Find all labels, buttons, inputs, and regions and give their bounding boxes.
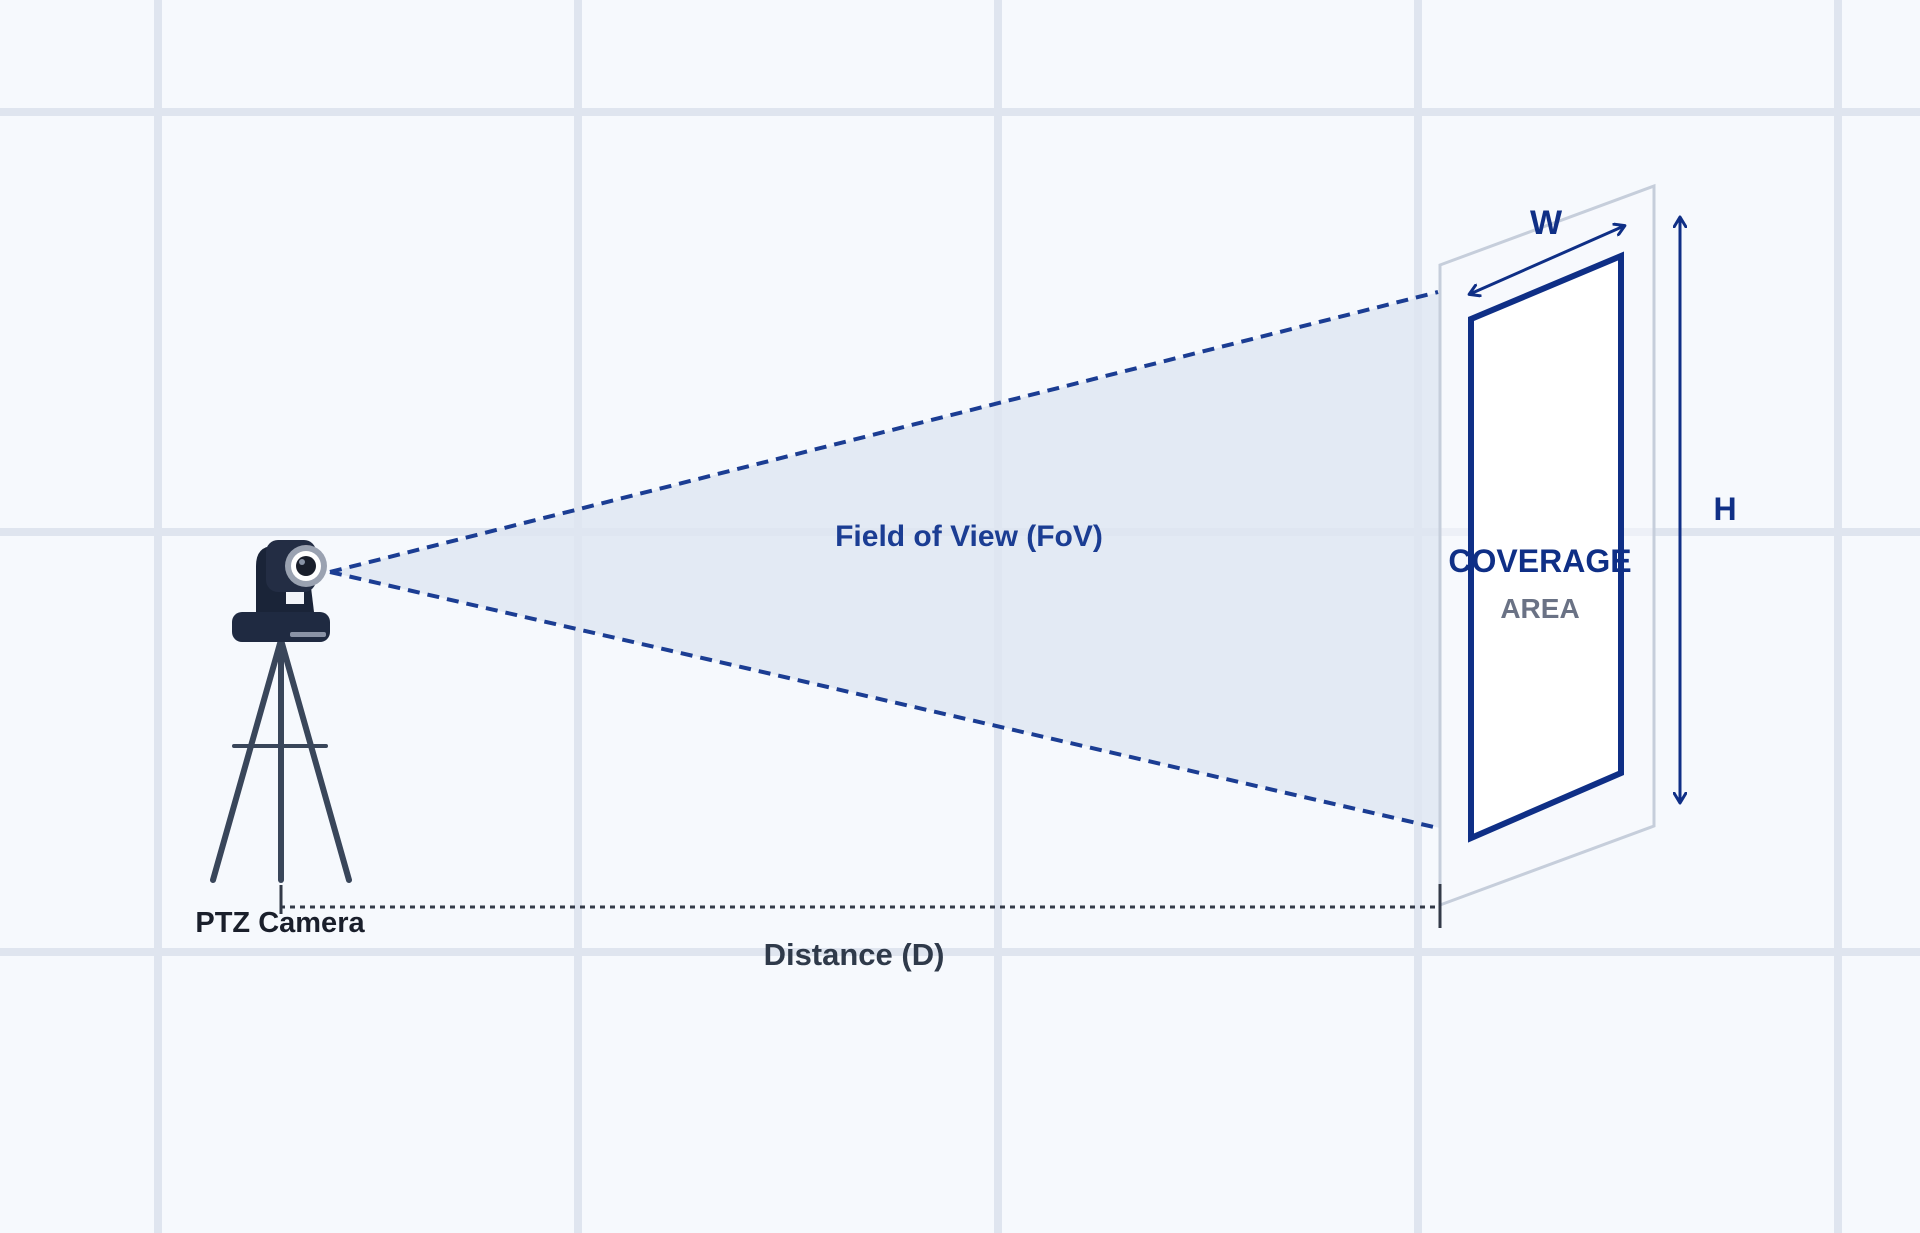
distance-label: Distance (D) [764, 937, 945, 972]
width-arrow [1470, 226, 1624, 294]
coverage-label: COVERAGE [1448, 543, 1631, 579]
ptz-camera-icon [232, 540, 330, 642]
fov-cone [330, 292, 1440, 828]
camera-label: PTZ Camera [195, 907, 365, 939]
area-label: AREA [1500, 593, 1579, 624]
fov-label: Field of View (FoV) [835, 520, 1103, 553]
height-label: H [1713, 491, 1736, 527]
width-label: W [1530, 204, 1563, 242]
tripod-icon [210, 637, 352, 883]
fov-lower-edge [329, 570, 1439, 830]
fov-upper-edge [329, 290, 1439, 574]
